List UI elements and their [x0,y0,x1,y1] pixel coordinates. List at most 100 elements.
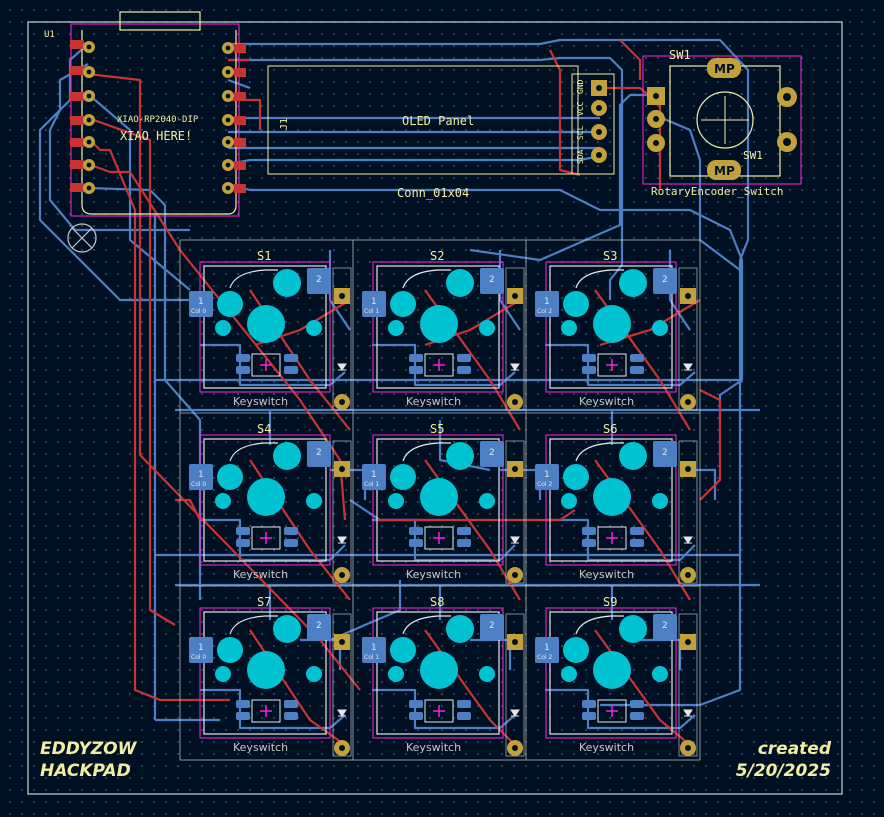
pad-1 [535,637,559,663]
led-pad [630,712,644,720]
pin-hole-2 [273,442,301,470]
diode-icon [683,363,693,371]
switch-outline [549,611,673,735]
pad-1-number: 1 [544,643,550,653]
side-hole-left [215,666,231,682]
pad-2-number: 2 [316,621,322,631]
xiao-module[interactable]: U1 XIAO-RP2040-DIP XIAO HERE! [44,11,246,217]
switch-curve [575,442,624,462]
switch-courtyard [545,261,677,393]
pad-2-number: 2 [489,448,495,458]
svg-text:SCL: SCL [576,125,585,140]
pin-hole-1 [217,464,243,490]
led-pad [284,527,298,535]
led-outline [597,526,627,550]
pad-2-number: 2 [662,275,668,285]
diode-icon [683,709,693,717]
led-pad [409,539,423,547]
led-outline [424,699,454,723]
pad-2 [307,268,331,294]
pad-1-number: 1 [371,643,377,653]
diode-icon [510,709,520,717]
led-pad [236,354,250,362]
pin-hole-1 [390,637,416,663]
encoder-courtyard [642,55,802,185]
led-pad [457,700,471,708]
led-pad [457,539,471,547]
pad-1 [362,464,386,490]
pad-1 [362,637,386,663]
center-hole [247,305,285,343]
center-hole [247,478,285,516]
led-pad [457,354,471,362]
diode-icon [337,536,347,544]
switch-outline [376,438,500,562]
switch-value: Keyswitch [233,741,288,754]
switch-curve [229,269,278,289]
switch-curve [402,442,451,462]
switch-outline [203,438,327,562]
rotary-encoder[interactable]: SW1 SW1 RotaryEncoder_Switch MP MP [642,48,802,198]
switch-value: Keyswitch [406,568,461,581]
pin-hole-1 [563,637,589,663]
pad-1-net: Col 2 [537,481,552,488]
led-pad [582,539,596,547]
switch-ref: S5 [430,422,444,436]
pad-1 [189,291,213,317]
created-date: 5/20/2025 [735,761,831,781]
led-outline [424,353,454,377]
mounting-hole-icon [67,223,97,253]
side-hole-left [388,493,404,509]
switch-outline [376,265,500,389]
pad-2-number: 2 [489,621,495,631]
led-pad [457,366,471,374]
led-pad [630,539,644,547]
svg-text:MP: MP [714,164,735,178]
pad-1-number: 1 [198,297,204,307]
side-hole-left [215,493,231,509]
diode-icon [337,363,347,371]
led-pad [630,700,644,708]
oled-pins [591,80,607,163]
pin-hole-2 [446,269,474,297]
switch-courtyard [372,607,504,739]
switch-courtyard [545,607,677,739]
pad-1-net: Col 1 [364,481,379,488]
oled-connector[interactable]: OLED Panel Conn_01x04 J1 SDA SCL VCC GND [267,65,615,200]
diode-icon [510,536,520,544]
switch-value: Keyswitch [406,741,461,754]
center-hole [593,651,631,689]
switch-ref: S8 [430,595,444,609]
switch-courtyard [199,434,331,566]
switch-value: Keyswitch [579,568,634,581]
svg-text:SDA: SDA [576,149,585,164]
side-hole-left [388,666,404,682]
led-pad [457,712,471,720]
led-pad [630,527,644,535]
pad-1-net: Col 2 [537,308,552,315]
xiao-silk-outline [81,30,237,215]
led-pad [284,366,298,374]
led-outline [251,353,281,377]
board-name-line1: EDDYZOW [40,739,137,759]
pad-1-net: Col 0 [191,308,206,315]
switch-outline [203,265,327,389]
pad-1-net: Col 2 [537,654,552,661]
led-pad [236,366,250,374]
pad-1 [362,291,386,317]
pin-hole-1 [563,464,589,490]
pad-1-number: 1 [371,297,377,307]
pad-2 [653,268,677,294]
